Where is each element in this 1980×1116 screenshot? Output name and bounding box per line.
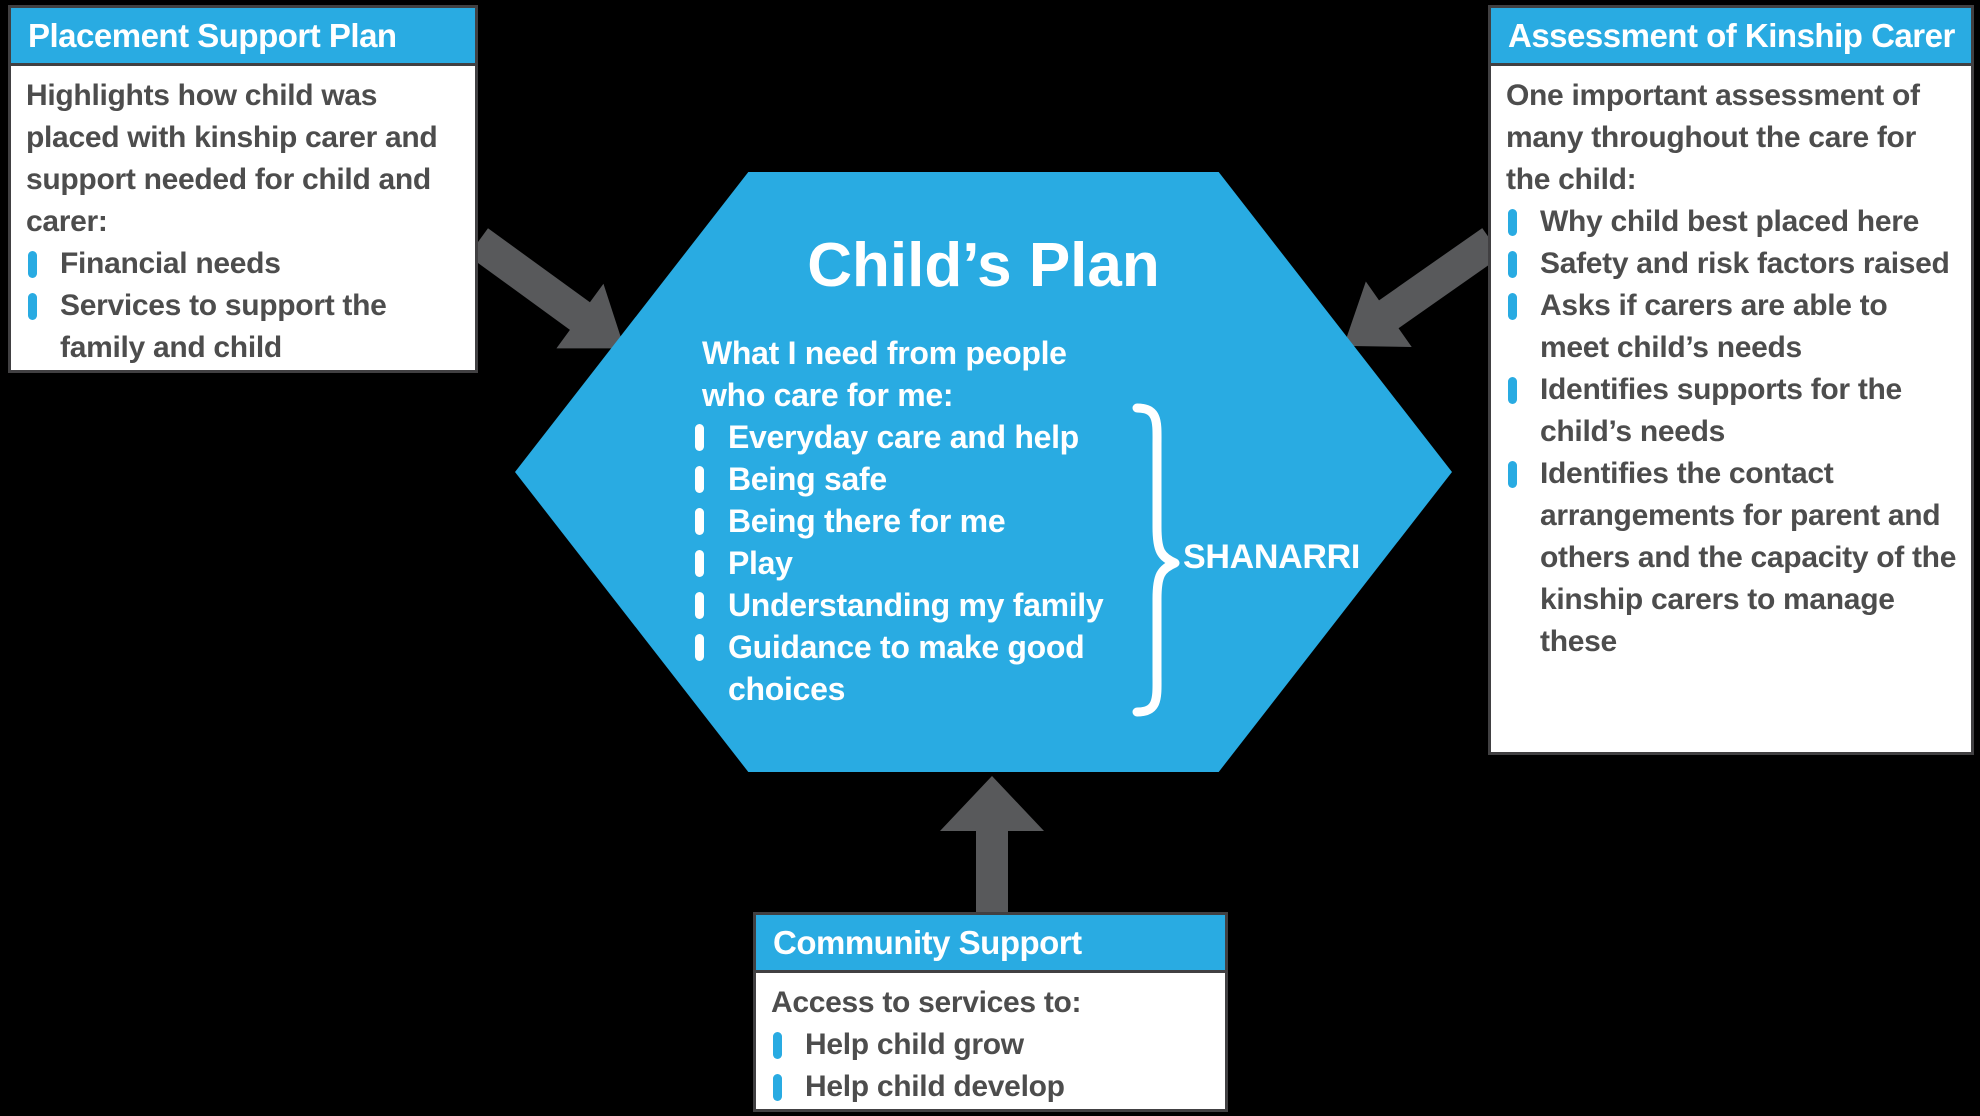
hexagon-title: Child’s Plan <box>807 231 1160 300</box>
community-box-header: Community Support <box>756 915 1225 973</box>
bullet-bar-icon <box>773 1074 782 1101</box>
placement-list: Financial needs Services to support the … <box>26 243 465 369</box>
assessment-list: Why child best placed here Safety and ri… <box>1506 201 1961 663</box>
bullet-bar-icon <box>1508 251 1517 278</box>
bullet-bar-icon <box>695 466 704 493</box>
community-intro: Access to services to: <box>771 986 1082 1019</box>
placement-support-plan-box: Placement Support Plan Highlights how ch… <box>8 5 478 373</box>
placement-box-header: Placement Support Plan <box>11 8 475 66</box>
community-box-body: Access to services to: Help child grow H… <box>756 973 1225 1108</box>
placement-box-body: Highlights how child was placed with kin… <box>11 66 475 369</box>
list-item-label: Identifies the contact arrangements for … <box>1540 457 1957 658</box>
list-item: Understanding my family <box>695 584 1165 626</box>
assessment-box-header: Assessment of Kinship Carer <box>1491 8 1971 66</box>
list-item: Everyday care and help <box>695 416 1165 458</box>
list-item-label: Identifies supports for the child’s need… <box>1540 373 1902 448</box>
bullet-bar-icon <box>28 293 37 320</box>
assessment-intro: One important assessment of many through… <box>1506 79 1920 196</box>
arrow-community-to-plan-icon <box>940 776 1044 914</box>
list-item-label: Services to support the family and child <box>60 289 387 364</box>
list-item: Asks if carers are able to meet child’s … <box>1506 285 1961 369</box>
list-item-label: Financial needs <box>60 247 281 280</box>
list-item: Safety and risk factors raised <box>1506 243 1961 285</box>
childs-plan-hexagon: Child’s Plan What I need from people who… <box>515 172 1452 772</box>
list-item: Financial needs <box>26 243 465 285</box>
assessment-kinship-carer-box: Assessment of Kinship Carer One importan… <box>1488 5 1974 755</box>
list-item-label: Help child develop <box>805 1070 1065 1103</box>
list-item-label: Help child grow <box>805 1028 1024 1061</box>
list-item-label: Understanding my family <box>728 587 1104 623</box>
bullet-bar-icon <box>695 592 704 619</box>
list-item: Being there for me <box>695 500 1165 542</box>
list-item-label: Being there for me <box>728 503 1006 539</box>
bullet-bar-icon <box>773 1032 782 1059</box>
hexagon-intro: What I need from people who care for me: <box>702 335 1067 413</box>
hexagon-content: What I need from people who care for me:… <box>695 332 1165 710</box>
shanarri-label: SHANARRI <box>1183 538 1361 576</box>
bullet-bar-icon <box>695 550 704 577</box>
list-item-label: Safety and risk factors raised <box>1540 247 1950 280</box>
list-item: Identifies supports for the child’s need… <box>1506 369 1961 453</box>
list-item-label: Asks if carers are able to meet child’s … <box>1540 289 1888 364</box>
list-item: Being safe <box>695 458 1165 500</box>
bullet-bar-icon <box>28 251 37 278</box>
bullet-bar-icon <box>1508 377 1517 404</box>
list-item: Help child develop <box>771 1066 1215 1108</box>
placement-intro: Highlights how child was placed with kin… <box>26 79 438 238</box>
assessment-box-body: One important assessment of many through… <box>1491 66 1971 663</box>
list-item-label: Guidance to make good choices <box>728 629 1085 707</box>
list-item-label: Why child best placed here <box>1540 205 1919 238</box>
hexagon-needs-list: Everyday care and help Being safe Being … <box>695 416 1165 710</box>
community-list: Help child grow Help child develop <box>771 1024 1215 1108</box>
list-item-label: Everyday care and help <box>728 419 1079 455</box>
list-item: Services to support the family and child <box>26 285 465 369</box>
list-item: Help child grow <box>771 1024 1215 1066</box>
list-item-label: Being safe <box>728 461 887 497</box>
list-item-label: Play <box>728 545 793 581</box>
bullet-bar-icon <box>695 508 704 535</box>
bullet-bar-icon <box>1508 461 1517 488</box>
list-item: Guidance to make good choices <box>695 626 1165 710</box>
curly-brace-icon <box>1132 403 1180 717</box>
bullet-bar-icon <box>695 634 704 661</box>
list-item: Identifies the contact arrangements for … <box>1506 453 1961 663</box>
bullet-bar-icon <box>1508 293 1517 320</box>
list-item: Why child best placed here <box>1506 201 1961 243</box>
bullet-bar-icon <box>1508 209 1517 236</box>
bullet-bar-icon <box>695 424 704 451</box>
community-support-box: Community Support Access to services to:… <box>753 912 1228 1112</box>
list-item: Play <box>695 542 1165 584</box>
